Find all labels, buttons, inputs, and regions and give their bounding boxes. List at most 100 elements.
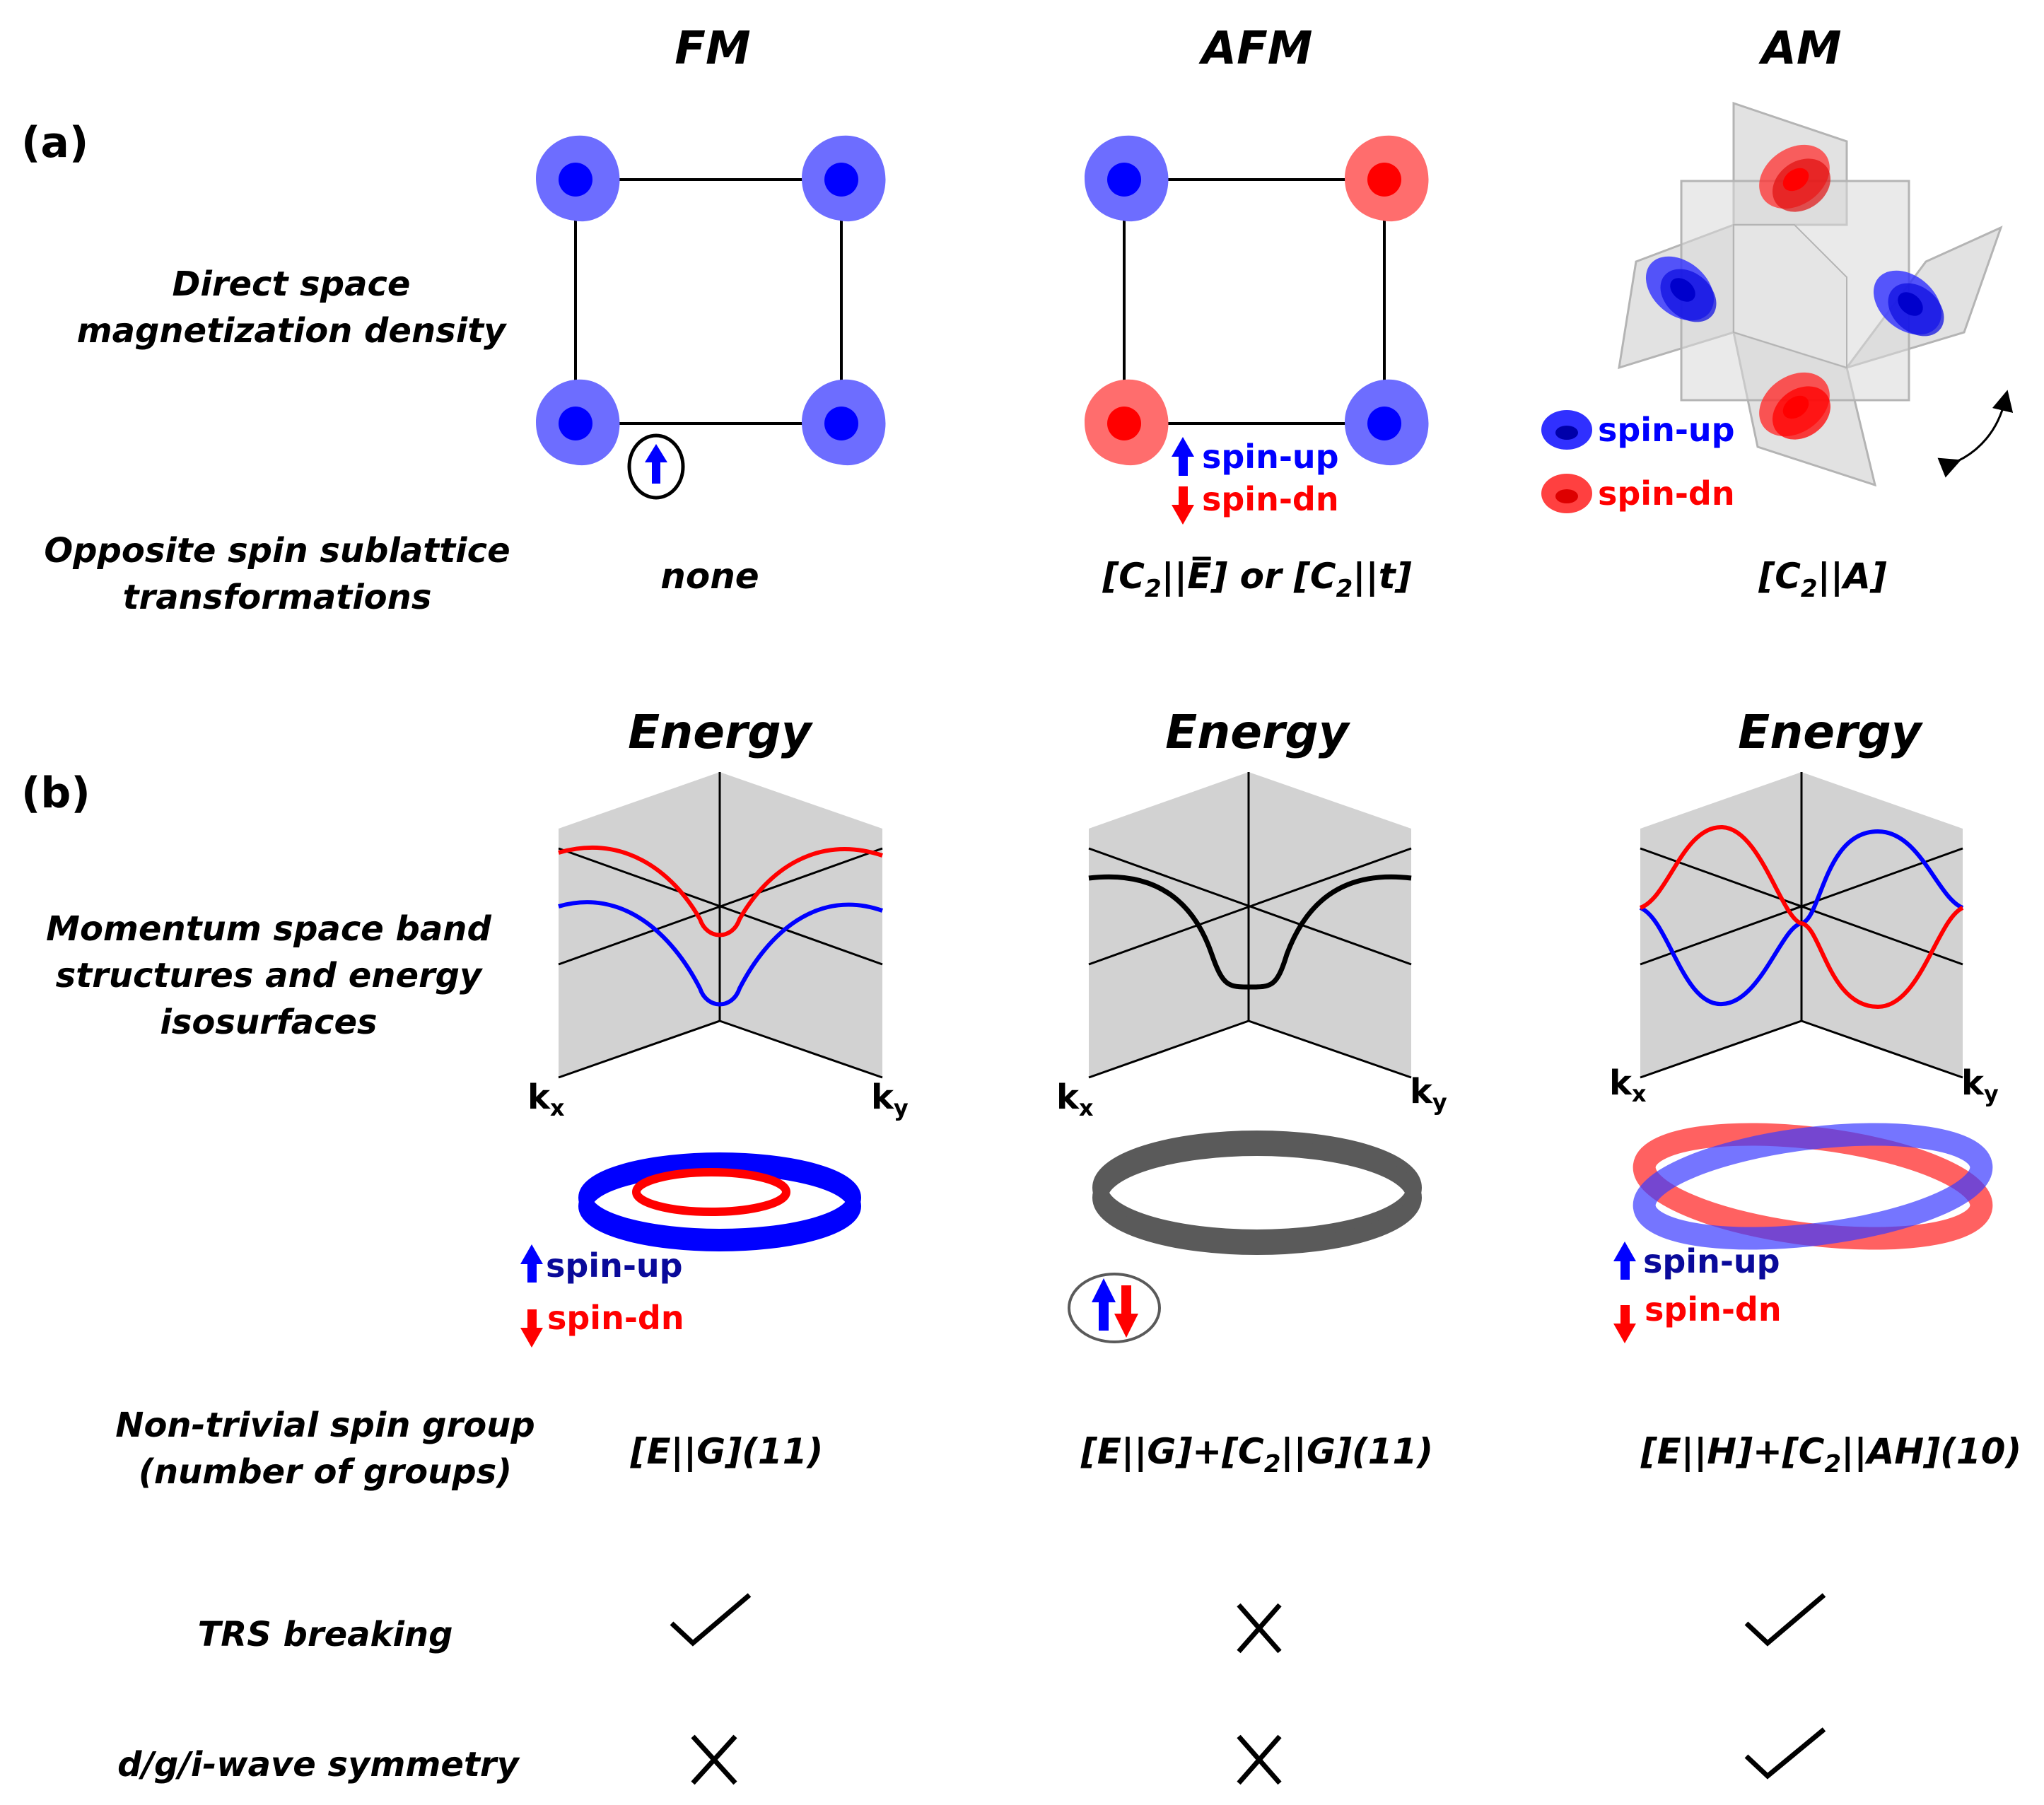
fm-band-spin-up [558,900,883,1007]
am-band-legend-spin-dn-arrow-icon [1613,1305,1636,1343]
afm-symmetry-label: [C2||E] or [C2||t] [1102,556,1411,603]
fm-isosurface-spin-dn [632,1168,790,1216]
am-band-spin-dn [1639,824,1964,1010]
row-label-spin-group-line2: (number of groups) [139,1452,512,1492]
afm-ky-label: ky [1410,1072,1447,1116]
am-band-panel-left [1640,772,1801,1077]
fm-legend-spin-dn-label: spin-dn [547,1299,684,1337]
column-header-afm: AFM [1198,23,1313,75]
am-kx-label: kx [1609,1063,1647,1107]
afm-band-panel-left [1089,772,1249,1077]
am-band-legend-spin-dn-label: spin-dn [1645,1290,1782,1328]
afm-site-top-right [1345,135,1429,222]
fm-legend-spin-dn-arrow-icon [520,1309,543,1348]
fm-band-legend: spin-up spin-dn [520,1244,684,1348]
fm-site-bottom-left [536,379,620,466]
fm-spin-up-arrow-icon [627,433,685,500]
afm-unit-cell [1123,178,1386,425]
am-energy-label: Energy [1738,705,1924,759]
am-band-structure: kx ky [1609,772,1999,1107]
row-label-momentum-line2: structures and energy [56,956,483,995]
row-label-wave-symmetry: d/g/i-wave symmetry [117,1745,520,1784]
panel-label-b: (b) [21,769,90,818]
afm-legend-spin-up-arrow-icon [1172,437,1194,476]
am-legend-spin-up-icon [1541,410,1592,450]
am-rotation-arrow-icon [1937,390,2014,478]
row-label-trs-breaking: TRS breaking [198,1615,453,1654]
fm-spin-group-label: [E||G](11) [630,1431,824,1472]
am-symmetry-label: [C2||A] [1758,556,1886,603]
am-band-legend: spin-up spin-dn [1613,1242,1782,1343]
am-trs-check-icon [1744,1593,1826,1647]
am-direct-structure: spin-up spin-dn [1541,101,2014,513]
row-label-spin-group: Non-trivial spin group (number of groups… [115,1406,535,1492]
am-isosurface-spin-up [1633,1123,1993,1250]
afm-degenerate-spin-icon [1068,1273,1161,1343]
fm-site-bottom-right [802,379,886,466]
am-spin-dn-site-top [1759,144,1830,212]
fm-wave-cross-icon [691,1734,737,1785]
fm-legend-spin-up-arrow-icon [520,1244,543,1283]
fm-band-structure: kx ky [527,772,909,1121]
row-label-direct-line1: Direct space [173,264,411,304]
am-isosurface [1633,1123,1993,1250]
afm-site-bottom-left [1085,379,1169,466]
row-label-direct-line2: magnetization density [77,311,508,351]
fm-band-spin-dn [558,846,883,937]
afm-band-panel-right [1249,772,1411,1077]
row-label-spin-group-line1: Non-trivial spin group [115,1406,535,1445]
fm-kx-label: kx [527,1077,565,1121]
afm-trs-cross-icon [1237,1603,1282,1654]
am-band-legend-spin-up-arrow-icon [1613,1242,1636,1280]
am-legend: spin-up spin-dn [1541,410,1735,513]
row-label-momentum-line1: Momentum space band [46,909,491,949]
am-spin-up-site-right [1873,270,1944,337]
afm-site-top-left [1085,135,1169,222]
row-label-opposite-line1: Opposite spin sublattice [44,531,510,571]
afm-wave-cross-icon [1237,1734,1282,1785]
fm-unit-cell [574,178,843,425]
fm-trs-check-icon [670,1593,752,1647]
am-central-cube-face [1733,224,1847,369]
fm-ky-label: ky [871,1077,909,1121]
fm-legend-spin-up-label: spin-up [546,1246,683,1285]
column-header-fm: FM [674,23,750,75]
column-header-am: AM [1758,23,1841,75]
afm-direct-lattice: spin-up spin-dn [1085,135,1429,525]
afm-legend: spin-up spin-dn [1172,437,1339,525]
am-ky-label: ky [1961,1063,1999,1107]
fm-band-panel-right [720,772,882,1077]
row-label-momentum-line3: isosurfaces [160,1003,377,1042]
afm-band-degenerate [1088,874,1412,990]
row-label-opposite-line2: transformations [123,578,432,617]
afm-legend-spin-dn-arrow-icon [1172,486,1194,525]
fm-energy-label: Energy [628,705,814,759]
am-legend-spin-up-label: spin-up [1598,411,1735,449]
fm-site-top-left [536,135,620,222]
fm-band-panel-left [559,772,720,1077]
afm-band-structure: kx ky [1056,772,1447,1121]
am-spin-dn-site-bottom [1759,372,1830,440]
am-band-legend-spin-up-label: spin-up [1643,1242,1780,1280]
fm-direct-lattice [536,135,886,500]
fm-isosurface [578,1152,861,1251]
am-legend-spin-dn-label: spin-dn [1598,474,1735,513]
row-label-direct-space: Direct space magnetization density [77,264,508,351]
panel-label-a: (a) [21,118,88,168]
fm-symmetry-label: none [660,556,759,597]
fm-site-top-right [802,135,886,222]
afm-legend-spin-dn-label: spin-dn [1202,480,1339,518]
am-spin-up-site-left [1645,256,1717,322]
afm-spin-group-label: [E||G]+[C2||G](11) [1080,1431,1433,1478]
am-spin-group-label: [E||H]+[C2||AH](10) [1640,1431,2022,1478]
row-label-opposite-spin: Opposite spin sublattice transformations [44,531,510,617]
afm-energy-label: Energy [1165,705,1351,759]
afm-legend-spin-up-label: spin-up [1202,438,1339,476]
am-wave-check-icon [1744,1727,1826,1780]
afm-kx-label: kx [1056,1077,1094,1121]
am-band-panel-right [1801,772,1963,1077]
am-legend-spin-dn-icon [1541,474,1592,513]
afm-isosurface [1092,1131,1422,1255]
afm-site-bottom-right [1345,379,1429,466]
